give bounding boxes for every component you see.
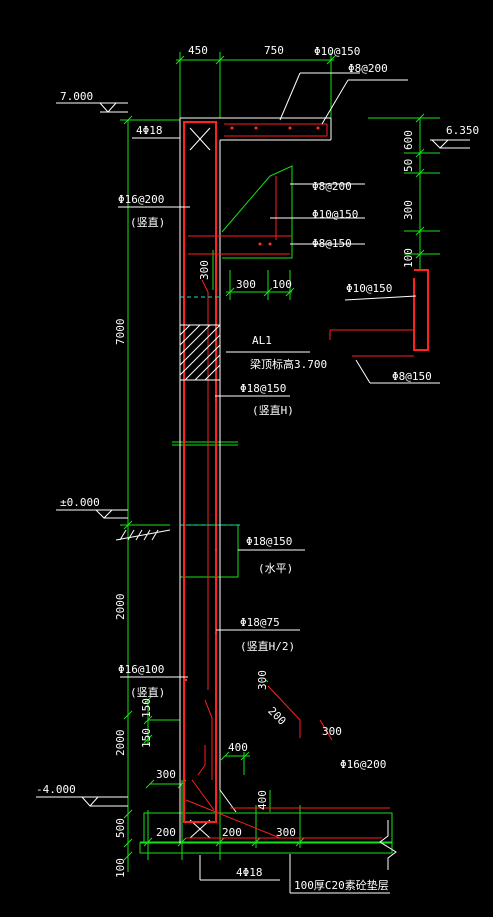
dim-right-100: 100 xyxy=(402,248,415,268)
rebar-corner-top: 4Φ18 xyxy=(136,124,163,137)
rebar-left-outer-upper: Φ16@200 xyxy=(118,193,164,206)
leader-lines xyxy=(118,72,440,894)
dim-bracket-100: 100 xyxy=(272,278,292,291)
rebar-horizontal-note: (水平) xyxy=(258,562,293,575)
dim-left-total: 7000 xyxy=(114,319,127,346)
rebar-detail-bottom: Φ8@150 xyxy=(392,370,432,383)
dim-detail-300-top: 300 xyxy=(256,670,269,690)
dim-footing-300-right: 300 xyxy=(276,826,296,839)
rebar-horizontal: Φ18@150 xyxy=(246,535,292,548)
dim-corbel-300: 300 xyxy=(198,260,211,280)
cushion-label: 100厚C20素砼垫层 xyxy=(294,878,389,892)
rebar-left-outer-lower-note: (竖直) xyxy=(130,685,165,699)
dim-left-low: 2000 xyxy=(114,730,127,757)
dim-right-600: 600 xyxy=(402,130,415,150)
concrete-outline xyxy=(179,117,397,870)
dimension-lines xyxy=(120,52,440,872)
rebar-left-outer-lower: Φ16@100 xyxy=(118,663,164,676)
beam-note: 梁顶标高3.700 xyxy=(250,357,327,371)
dim-footing-200-left: 200 xyxy=(156,826,176,839)
rebar-top-horizontal: Φ10@150 xyxy=(314,45,360,58)
axis-lines xyxy=(180,296,240,526)
dim-right-50: 50 xyxy=(402,159,415,172)
beam-name: AL1 xyxy=(252,334,272,347)
detail-hook-label: 200 xyxy=(265,704,288,727)
dim-lap-150b: 150 xyxy=(140,728,153,748)
dim-left-base: 500 xyxy=(114,818,127,838)
dim-detail-300-bottom: 300 xyxy=(322,725,342,738)
rebar xyxy=(183,121,429,839)
rebar-detail-bar: Φ16@200 xyxy=(340,758,386,771)
dim-wall-400: 400 xyxy=(228,741,248,754)
dim-bracket-300: 300 xyxy=(236,278,256,291)
dim-top-left: 450 xyxy=(188,44,208,57)
dim-top-right: 750 xyxy=(264,44,284,57)
dim-footing-400: 400 xyxy=(256,790,269,810)
rebar-inner-vertical: Φ18@150 xyxy=(240,382,286,395)
elevation-right: 6.350 xyxy=(446,124,479,137)
rebar-bracket-2: Φ10@150 xyxy=(312,208,358,221)
rebar-inner-vertical-low: Φ18@75 xyxy=(240,616,280,629)
dim-left-pad: 100 xyxy=(114,858,127,878)
elevation-top: 7.000 xyxy=(60,90,93,103)
rebar-inner-vertical-note: (竖直H) xyxy=(252,403,294,417)
rebar-detail-top: Φ10@150 xyxy=(346,282,392,295)
elevation-ground: ±0.000 xyxy=(60,496,100,509)
dim-lap-150a: 150 xyxy=(140,698,153,718)
beam-al1-section xyxy=(179,324,221,381)
elevation-bottom: -4.000 xyxy=(36,783,76,796)
dim-left-mid: 2000 xyxy=(114,594,127,621)
rebar-top-stirrup: Φ8@200 xyxy=(348,62,388,75)
dim-footing-300-left: 300 xyxy=(156,768,176,781)
rebar-bracket-1: Φ8@200 xyxy=(312,180,352,193)
rebar-corner-bottom: 4Φ18 xyxy=(236,866,263,879)
dim-right-300: 300 xyxy=(402,200,415,220)
rebar-inner-vertical-low-note: (竖直H/2) xyxy=(240,639,295,653)
elevation-markers xyxy=(36,102,470,807)
labels: 7.000 6.350 ±0.000 -4.000 450 750 7000 2… xyxy=(36,44,479,892)
dim-footing-200-right: 200 xyxy=(222,826,242,839)
rebar-bracket-3: Φ8@150 xyxy=(312,237,352,250)
rebar-left-outer-upper-note: (竖直) xyxy=(130,215,165,229)
